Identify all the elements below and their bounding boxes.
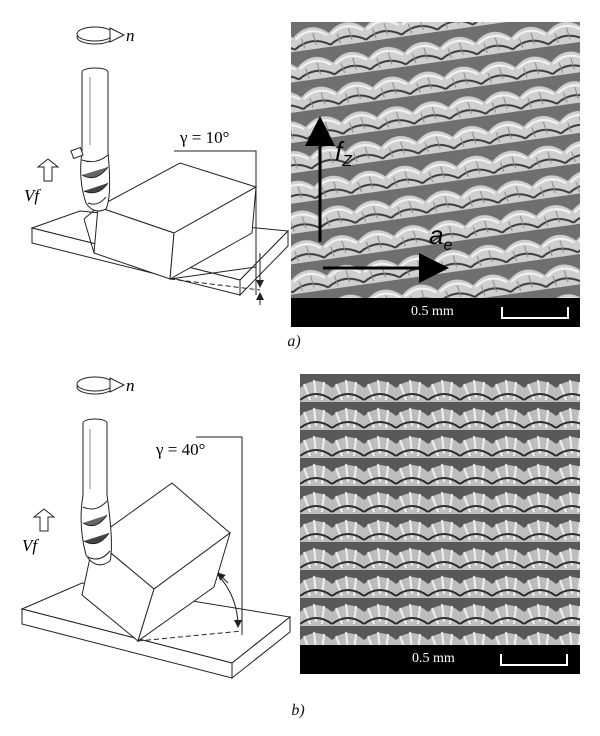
- panel-b-schematic: n Vf γ = 40°: [20, 376, 292, 680]
- caption-b: b): [291, 702, 305, 719]
- panel-a-schematic: n Vf γ = 10°: [24, 26, 290, 305]
- scale-label: 0.5 mm: [412, 651, 455, 666]
- fz-label: fZ: [335, 136, 353, 170]
- feed-label: Vf: [22, 536, 39, 555]
- scale-bar: 0.5 mm: [291, 298, 580, 327]
- end-mill-tool: [80, 418, 112, 566]
- rotation-arrow-icon: [76, 376, 126, 395]
- panel-a-micrograph: fZ ae 0.5 mm: [291, 22, 580, 327]
- caption-a: a): [287, 333, 301, 350]
- feed-arrow-icon: [36, 158, 60, 182]
- angle-label: γ = 10°: [179, 128, 229, 147]
- rotation-label: n: [126, 376, 135, 395]
- feed-arrow-icon: [32, 508, 56, 532]
- angle-construction: [137, 436, 243, 642]
- angle-construction: [169, 150, 264, 305]
- rotation-label: n: [126, 26, 135, 45]
- angle-label: γ = 40°: [155, 440, 205, 459]
- ae-label: ae: [429, 220, 452, 254]
- workpiece-block: [83, 162, 258, 280]
- scale-bar: 0.5 mm: [300, 645, 580, 674]
- end-mill-tool: [70, 67, 111, 212]
- scale-bracket: [500, 654, 568, 666]
- scale-bracket: [501, 307, 569, 319]
- panel-b-micrograph: 0.5 mm: [300, 374, 580, 674]
- rotation-arrow-icon: [76, 26, 126, 45]
- feed-label: Vf: [24, 186, 41, 205]
- scale-label: 0.5 mm: [411, 304, 454, 319]
